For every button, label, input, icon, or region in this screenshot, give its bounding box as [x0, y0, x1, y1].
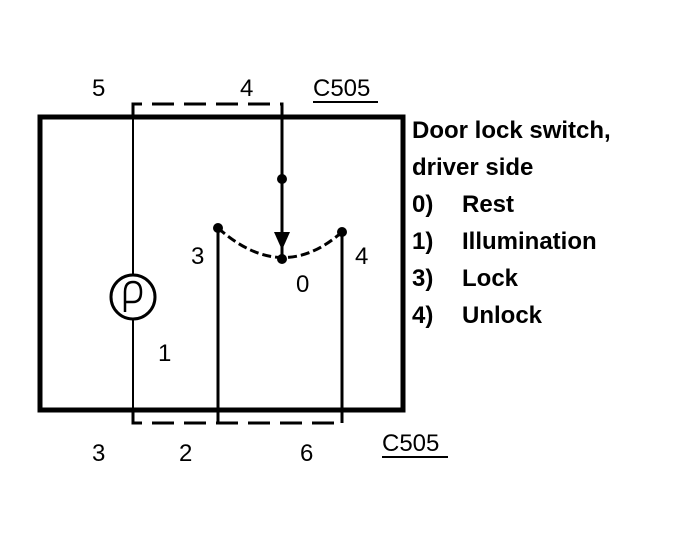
switch-housing: [37, 114, 406, 413]
legend-item-num: 4): [412, 302, 434, 329]
connector-top-label: C505: [313, 75, 370, 102]
bottom-pin-6-label: 6: [300, 440, 313, 467]
bottom-pin-2-label: 2: [179, 440, 192, 467]
legend-item: 4) Unlock: [412, 297, 611, 334]
top-pin-4-label: 4: [240, 75, 253, 102]
position-0-label: 0: [296, 271, 309, 298]
legend-item-label: Illumination: [462, 228, 597, 255]
connector-bottom-label: C505: [382, 430, 439, 457]
legend-item-label: Lock: [462, 265, 519, 292]
legend-item: 1) Illumination: [412, 223, 611, 260]
wiper-arrow: [274, 232, 290, 250]
legend: Door lock switch, driver side 0) Rest 1)…: [412, 112, 611, 334]
common-dot: [277, 174, 287, 184]
legend-item-num: 0): [412, 191, 434, 218]
position-3-label: 3: [191, 243, 204, 270]
legend-item-label: Unlock: [462, 302, 543, 329]
legend-item-label: Rest: [462, 191, 515, 218]
rocker-arc: [217, 226, 343, 259]
position-4-label: 4: [355, 243, 368, 270]
legend-title-line1: Door lock switch,: [412, 117, 611, 144]
legend-title-line2: driver side: [412, 154, 534, 181]
legend-item-num: 1): [412, 228, 434, 255]
legend-item: 0) Rest: [412, 186, 611, 223]
pin-1-label: 1: [158, 340, 171, 367]
legend-item-num: 3): [412, 265, 434, 292]
lamp-icon: [109, 273, 157, 321]
top-pin-5-label: 5: [92, 75, 105, 102]
bottom-pin-3-label: 3: [92, 440, 105, 467]
legend-item: 3) Lock: [412, 260, 611, 297]
